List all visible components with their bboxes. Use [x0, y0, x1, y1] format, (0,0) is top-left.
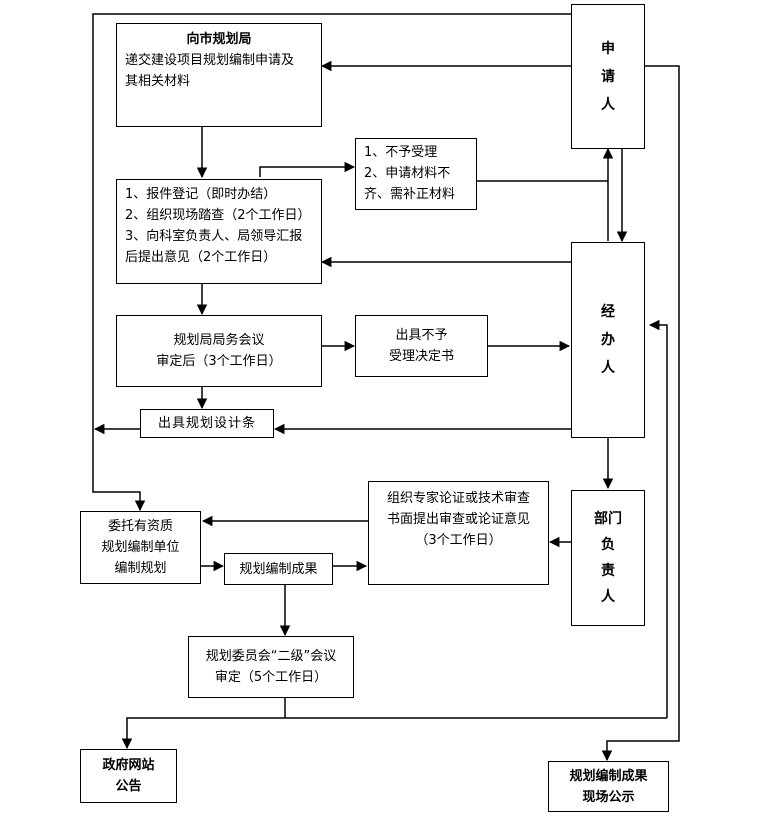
arrow-top-loop-to-entrust: [92, 13, 571, 512]
public-box: 规划编制成果 现场公示: [548, 761, 669, 812]
committee-line1: 规划委员会“二级”会议: [205, 649, 337, 664]
steps-box: 1、报件登记（即时办结） 2、组织现场踏查（2个工作日） 3、向科室负责人、局领…: [116, 179, 322, 284]
reject-line3: 齐、需补正材料: [364, 187, 456, 202]
refuse-box: 出具不予 受理决定书: [355, 315, 488, 377]
apply-box: 向市规划局 递交建设项目规划编制申请及 其相关材料: [116, 23, 322, 127]
apply-box-line2: 其相关材料: [125, 74, 191, 89]
apply-box-title: 向市规划局: [186, 32, 252, 47]
committee-box: 规划委员会“二级”会议 审定（5个工作日）: [188, 636, 354, 698]
entrust-line1: 委托有资质: [107, 519, 173, 534]
expert-line3: （3个工作日）: [415, 533, 502, 548]
handler-char-1: 经: [601, 304, 615, 320]
dept-head-char-2: 负: [601, 537, 615, 553]
applicant-char-2: 请: [601, 68, 615, 85]
dept-head-char-4: 人: [601, 589, 615, 605]
handler-char-2: 办: [601, 332, 615, 348]
public-line1: 规划编制成果: [569, 768, 648, 784]
applicant-char-1: 申: [601, 40, 615, 57]
expert-line2: 书面提出审查或论证意见: [386, 512, 530, 527]
entrust-line3: 编制规划: [114, 561, 167, 576]
arrow-applicant-to-public: [601, 65, 680, 762]
dept-head-char-3: 责: [601, 563, 615, 579]
arrow-to-gov: [121, 717, 667, 750]
applicant-char-3: 人: [601, 96, 615, 113]
handler-char-3: 人: [601, 360, 615, 376]
steps-line1: 1、报件登记（即时办结）: [125, 187, 277, 202]
design-box: 出具规划设计条: [140, 409, 274, 438]
refuse-line1: 出具不予: [395, 328, 448, 343]
apply-box-line1: 递交建设项目规划编制申请及: [125, 53, 295, 68]
gov-line2: 公告: [115, 779, 142, 794]
steps-line2: 2、组织现场踏查（2个工作日）: [125, 208, 311, 223]
dept-head-box: 部门 负 责 人: [571, 490, 645, 626]
meeting-line2: 审定后（3个工作日）: [156, 354, 282, 369]
arrow-to-handler-right: [648, 319, 668, 718]
public-line2: 现场公示: [582, 789, 635, 805]
applicant-box: 申 请 人: [571, 4, 645, 149]
gov-line1: 政府网站: [102, 758, 155, 773]
steps-line4: 后提出意见（2个工作日）: [125, 250, 277, 265]
entrust-line2: 规划编制单位: [101, 540, 180, 555]
design-label: 出具规划设计条: [157, 416, 256, 431]
refuse-line2: 受理决定书: [388, 349, 454, 364]
reject-line2: 2、申请材料不: [364, 166, 451, 181]
entrust-box: 委托有资质 规划编制单位 编制规划: [80, 511, 201, 584]
gov-box: 政府网站 公告: [80, 749, 177, 803]
reject-line1: 1、不予受理: [364, 145, 438, 160]
steps-line3: 3、向科室负责人、局领导汇报: [125, 229, 303, 244]
reject-box: 1、不予受理 2、申请材料不 齐、需补正材料: [355, 138, 477, 210]
meeting-box: 规划局局务会议 审定后（3个工作日）: [116, 315, 322, 387]
arrow-steps-to-reject: [259, 161, 356, 177]
expert-line1: 组织专家论证或技术审查: [386, 491, 530, 506]
dept-head-char-1: 部门: [594, 511, 622, 527]
handler-box: 经 办 人: [571, 242, 645, 438]
committee-line2: 审定（5个工作日）: [214, 670, 328, 685]
result-box: 规划编制成果: [224, 553, 333, 585]
meeting-line1: 规划局局务会议: [173, 333, 265, 348]
result-label: 规划编制成果: [239, 561, 318, 577]
expert-box: 组织专家论证或技术审查 书面提出审查或论证意见 （3个工作日）: [368, 481, 549, 585]
